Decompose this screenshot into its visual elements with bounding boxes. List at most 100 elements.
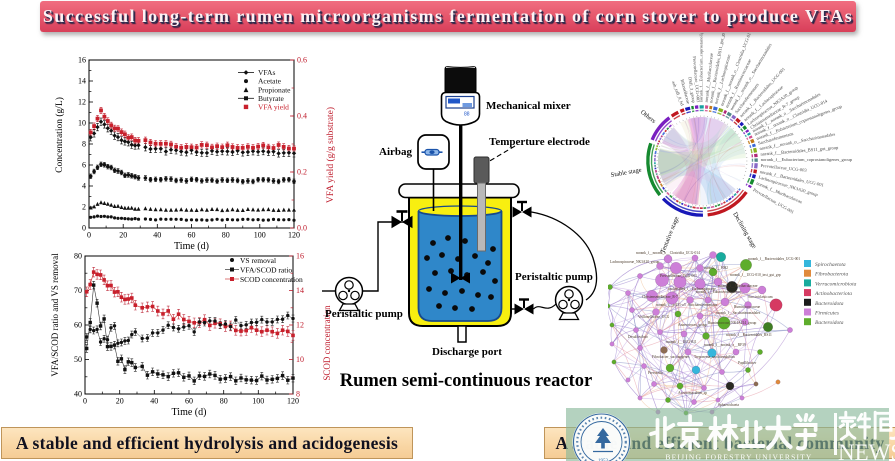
svg-text:Christensenellaceae_R-7: Christensenellaceae_R-7 — [642, 295, 678, 299]
svg-text:Lachnospiraceae_NK3A20_group: Lachnospiraceae_NK3A20_group — [610, 260, 659, 264]
svg-text:VFA/SCOD ratio: VFA/SCOD ratio — [240, 265, 292, 274]
svg-text:norank_f__UCG-010_inst_gut_grp: norank_f__UCG-010_inst_gut_grp — [730, 273, 781, 277]
svg-text:VFA yield: VFA yield — [258, 103, 289, 112]
svg-text:Papillibacter: Papillibacter — [738, 361, 757, 365]
svg-text:Bacteroidota: Bacteroidota — [815, 301, 844, 307]
svg-text:VS removal: VS removal — [240, 256, 276, 265]
svg-text:0: 0 — [83, 397, 87, 406]
svg-text:Others: Others — [639, 109, 657, 125]
svg-text:Butyrate: Butyrate — [258, 94, 284, 103]
svg-text:0: 0 — [82, 224, 86, 233]
svg-text:VFAs: VFAs — [258, 68, 275, 77]
svg-text:Prevotellaceae_UCG-003: Prevotellaceae_UCG-003 — [692, 56, 701, 103]
svg-text:norank_f__Eubacterium_copro: norank_f__Eubacterium_copro — [696, 290, 741, 294]
svg-text:120: 120 — [288, 231, 300, 240]
svg-text:norank_f__Eubacterium_coprosta: norank_f__Eubacterium_coprostanoligenes_… — [698, 33, 703, 102]
svg-text:40: 40 — [74, 390, 82, 399]
svg-text:0.2: 0.2 — [297, 168, 307, 177]
svg-text:norank_f__Bacteroidales_BS11_g: norank_f__Bacteroidales_BS11_gut_group — [760, 145, 839, 157]
svg-text:Propionate: Propionate — [258, 85, 291, 94]
svg-text:0.4: 0.4 — [297, 112, 307, 121]
svg-text:Succiniclasticum: Succiniclasticum — [748, 295, 773, 299]
svg-text:norank_f__Saccharimonadales: norank_f__Saccharimonadales — [716, 311, 761, 315]
svg-text:norank_f__Bacteroidales_UCG-00: norank_f__Bacteroidales_UCG-001 — [748, 257, 800, 261]
svg-text:Saccharofermentans: Saccharofermentans — [688, 303, 718, 307]
svg-text:SCOD concentration: SCOD concentration — [322, 305, 332, 381]
svg-text:80: 80 — [220, 397, 228, 406]
svg-text:Sphaerochaeta: Sphaerochaeta — [718, 403, 739, 407]
svg-text:Spirochaetota: Spirochaetota — [815, 262, 846, 268]
svg-text:10: 10 — [296, 355, 304, 364]
svg-text:norank_f__norank_o__Clostridia: norank_f__norank_o__Clostridia_UCG-014 — [636, 251, 700, 255]
svg-text:Firmicutes: Firmicutes — [814, 311, 839, 317]
svg-text:2: 2 — [82, 203, 86, 212]
svg-text:0: 0 — [87, 231, 91, 240]
svg-text:12: 12 — [78, 98, 86, 107]
svg-text:Temperture electrode: Temperture electrode — [489, 136, 590, 148]
svg-text:Veillonellaceae_UCG: Veillonellaceae_UCG — [638, 315, 670, 319]
svg-text:Prevotellaceae_UCG-003: Prevotellaceae_UCG-003 — [760, 163, 807, 173]
svg-text:norank_f__Muribaculaceae: norank_f__Muribaculaceae — [704, 53, 714, 103]
svg-text:Time (d): Time (d) — [174, 241, 209, 252]
svg-text:0.0: 0.0 — [297, 224, 307, 233]
svg-text:100: 100 — [252, 397, 264, 406]
svg-text:14: 14 — [78, 77, 86, 86]
svg-text:DMI_3_group: DMI_3_group — [687, 77, 696, 104]
svg-text:60: 60 — [188, 231, 196, 240]
svg-text:norank_f__Eubacterium_coprosta: norank_f__Eubacterium_coprostanoligenes_… — [761, 157, 853, 162]
svg-text:Anaerovorax_group: Anaerovorax_group — [678, 323, 707, 327]
svg-text:VFA yield (g/g substrate): VFA yield (g/g substrate) — [325, 107, 336, 203]
svg-text:Fibrobacter_succinogenes: Fibrobacter_succinogenes — [652, 355, 690, 359]
svg-text:Prevotella: Prevotella — [648, 371, 663, 375]
svg-text:Declining stage: Declining stage — [731, 211, 757, 250]
svg-text:Desulfovibrio: Desulfovibrio — [628, 335, 648, 339]
svg-text:16: 16 — [78, 56, 86, 65]
svg-text:norank_f__Muribaculaceae: norank_f__Muribaculaceae — [718, 284, 758, 288]
svg-text:4: 4 — [82, 182, 86, 191]
svg-text:Ruminococcaceae: Ruminococcaceae — [734, 305, 761, 309]
svg-text:SCOD concentration: SCOD concentration — [240, 275, 303, 284]
svg-text:60: 60 — [74, 321, 82, 330]
svg-text:Peristaltic pump: Peristaltic pump — [515, 271, 593, 283]
svg-text:0.6: 0.6 — [297, 56, 307, 65]
svg-text:40: 40 — [150, 397, 158, 406]
svg-text:40: 40 — [153, 231, 161, 240]
svg-text:Ruminococcus_NK4A214_group: Ruminococcus_NK4A214_group — [708, 321, 757, 325]
svg-text:80: 80 — [222, 231, 230, 240]
svg-text:14: 14 — [296, 286, 304, 295]
svg-text:Treponema_saccharophilum: Treponema_saccharophilum — [694, 355, 735, 359]
svg-text:80: 80 — [74, 252, 82, 261]
svg-text:Bacteroidota: Bacteroidota — [815, 320, 844, 326]
svg-text:norank_f__p-251-o5: norank_f__p-251-o5 — [656, 303, 686, 307]
svg-text:Time (d): Time (d) — [172, 407, 207, 418]
svg-text:6: 6 — [82, 161, 86, 170]
svg-text:120: 120 — [287, 397, 299, 406]
svg-text:Mechanical mixer: Mechanical mixer — [486, 100, 571, 112]
svg-text:Concentration (g/L): Concentration (g/L) — [54, 97, 65, 173]
svg-text:12: 12 — [296, 321, 304, 330]
svg-text:Airbag: Airbag — [379, 146, 413, 158]
svg-text:16: 16 — [296, 252, 304, 261]
svg-text:unclassified_f__Lachnospiracea: unclassified_f__Lachnospiraceae — [668, 287, 716, 291]
svg-text:10: 10 — [78, 119, 86, 128]
svg-text:norank_f__UCG-011: norank_f__UCG-011 — [666, 340, 697, 344]
svg-text:70: 70 — [74, 286, 82, 295]
svg-text:BEIJING FORESTRY UNIVERSITY: BEIJING FORESTRY UNIVERSITY — [665, 453, 812, 461]
svg-text:Acetate: Acetate — [258, 77, 282, 86]
svg-text:8: 8 — [82, 140, 86, 149]
svg-text:50: 50 — [74, 355, 82, 364]
svg-text:1953: 1953 — [598, 459, 609, 461]
svg-text:Rikenellaceae: Rikenellaceae — [680, 79, 691, 105]
svg-text:norank_f__F082: norank_f__F082 — [704, 266, 728, 270]
svg-text:Rumen semi-continuous reactor: Rumen semi-continuous reactor — [340, 371, 592, 391]
svg-text:Stable stage: Stable stage — [610, 167, 642, 179]
svg-text:20: 20 — [119, 231, 127, 240]
svg-text:Verrucomicrobiota: Verrucomicrobiota — [815, 281, 857, 287]
svg-text:60: 60 — [185, 397, 193, 406]
svg-text:Prevotellaceae_UCG-001: Prevotellaceae_UCG-001 — [660, 274, 697, 278]
svg-text:Fibrobacterota: Fibrobacterota — [814, 272, 848, 278]
svg-text:VFA/SCOD ratio and VS removal: VFA/SCOD ratio and VS removal — [50, 253, 60, 377]
svg-text:8: 8 — [296, 390, 300, 399]
svg-text:norank_f__Bacteroidales_BS11: norank_f__Bacteroidales_BS11 — [726, 333, 772, 337]
svg-text:100: 100 — [254, 231, 266, 240]
